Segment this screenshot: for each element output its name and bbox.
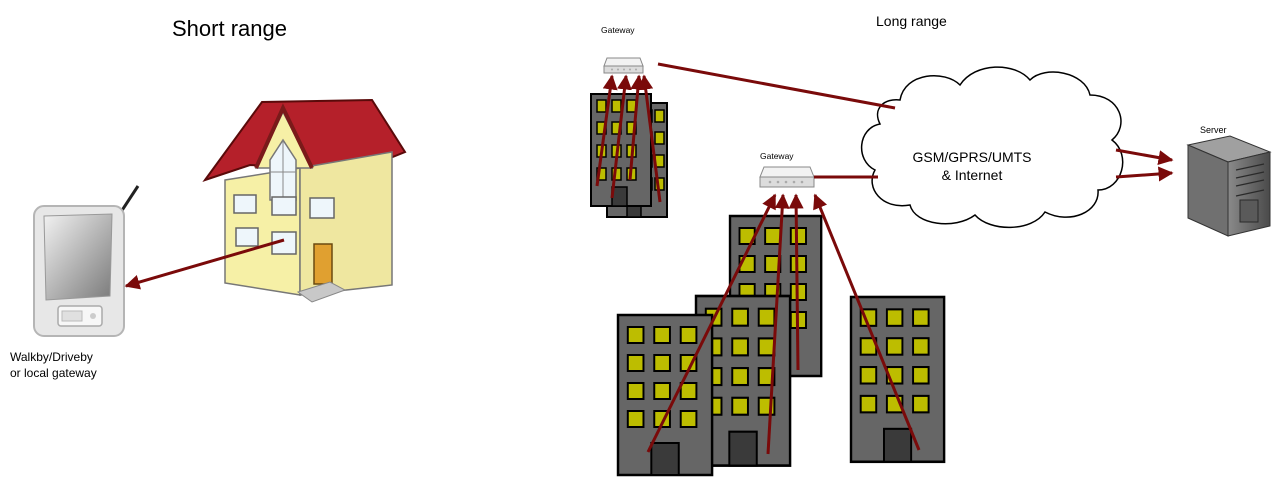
gateway-icon: [759, 166, 815, 188]
server-label: Server: [1200, 125, 1227, 135]
device-label-line2: or local gateway: [10, 366, 97, 380]
gateway-label: Gateway: [601, 25, 635, 35]
house-to-device-arrow: [124, 238, 285, 290]
gateway-label: Gateway: [760, 151, 794, 161]
cloud-label-line2: & Internet: [941, 167, 1003, 183]
short-range-title: Short range: [172, 16, 287, 41]
handheld-device-icon: [33, 185, 140, 337]
cloud-label-line1: GSM/GPRS/UMTS: [912, 149, 1032, 165]
server-icon: [1186, 135, 1272, 237]
gateway-icon: [603, 57, 644, 74]
house-icon: [202, 98, 407, 303]
device-label-line1: Walkby/Driveby: [10, 350, 93, 364]
long-range-title: Long range: [876, 13, 947, 29]
building-icon: [616, 313, 714, 477]
cloud-icon: [860, 66, 1124, 229]
building-icon: [849, 295, 946, 464]
